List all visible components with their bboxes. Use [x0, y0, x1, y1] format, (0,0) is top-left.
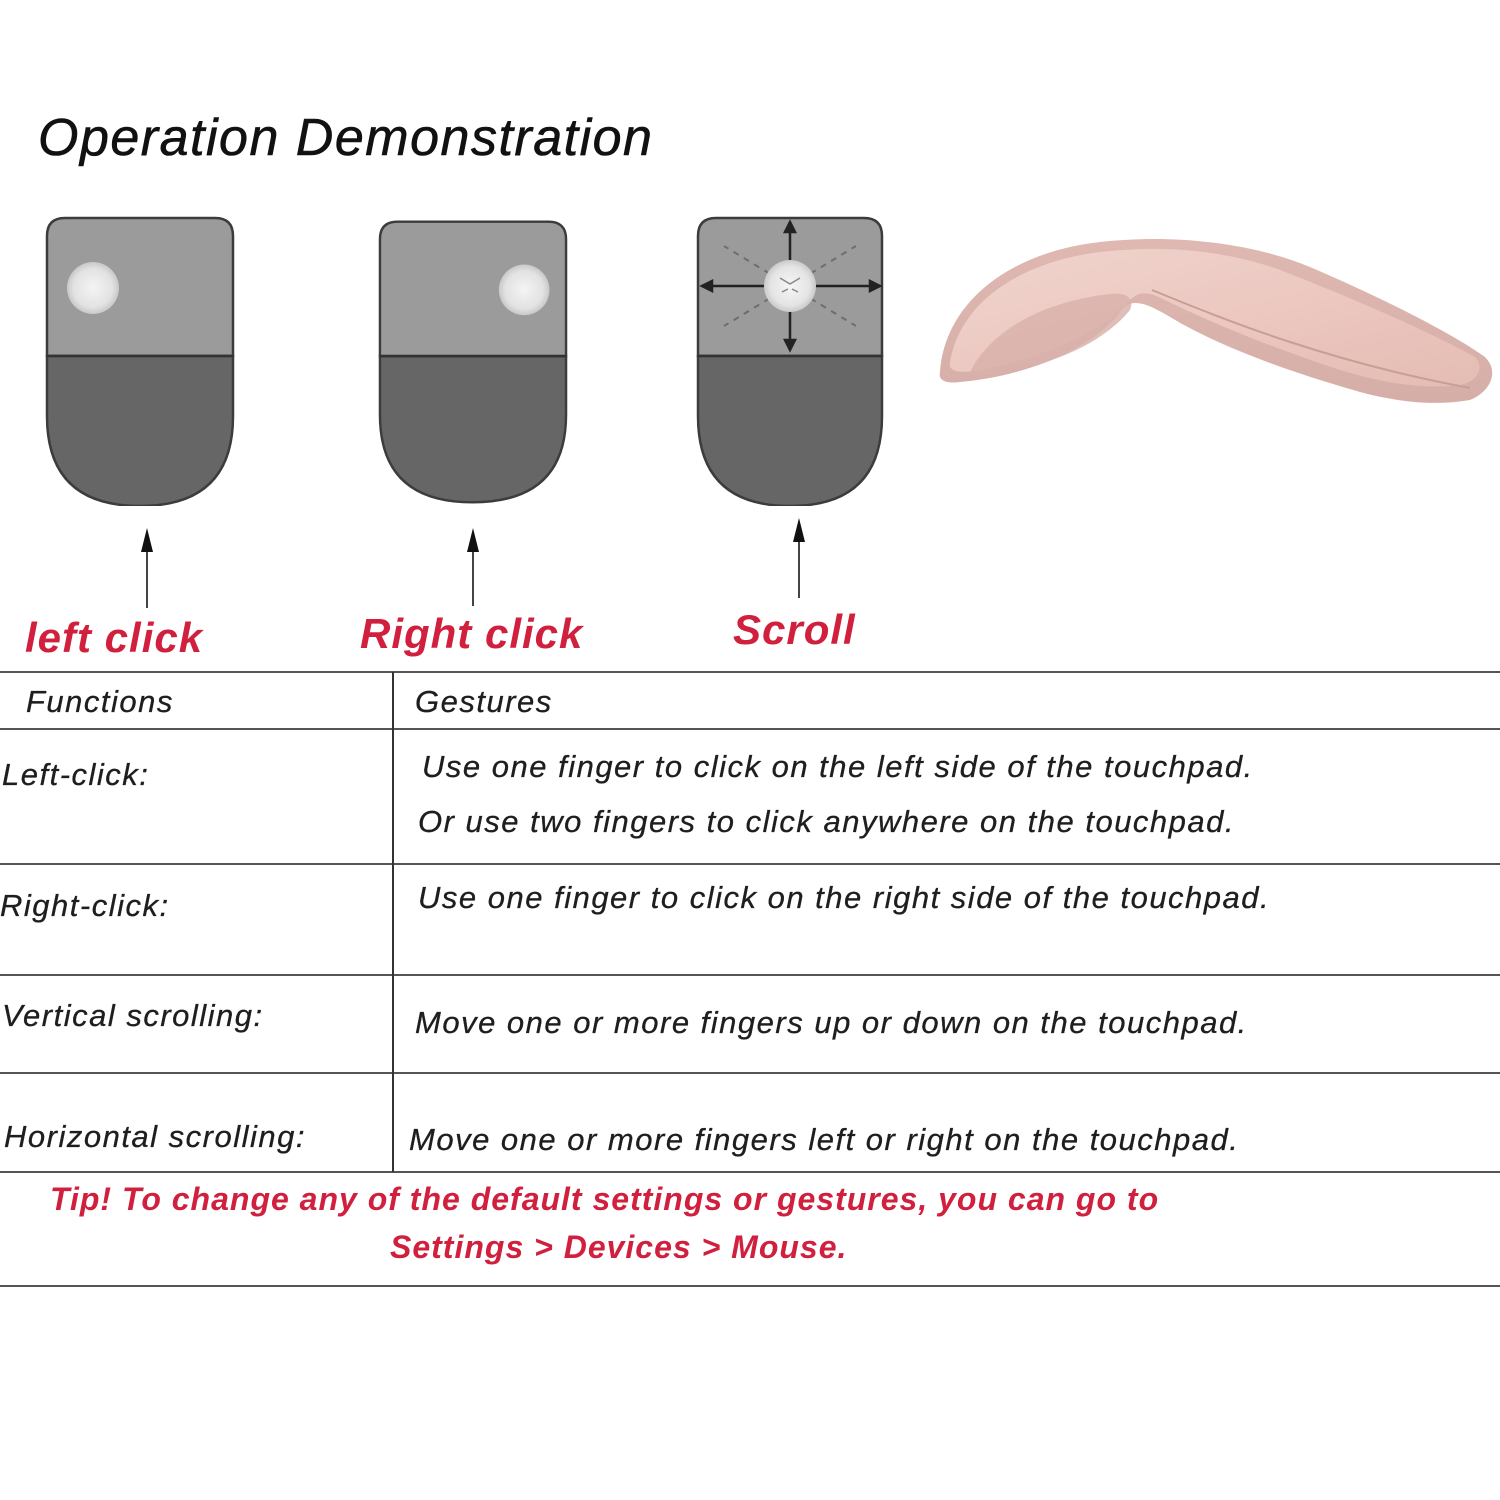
label-right-click: Right click [360, 610, 584, 657]
table-row-function: Left-click: [2, 757, 150, 792]
table-row-function: Right-click: [0, 888, 170, 923]
table-header-gestures: Gestures [415, 684, 553, 719]
table-row-gesture: Move one or more fingers up or down on t… [415, 1005, 1248, 1040]
table-bottom-border [0, 1171, 1500, 1173]
tip-bottom-border [0, 1285, 1500, 1287]
table-row-function: Vertical scrolling: [2, 998, 264, 1033]
table-top-border [0, 671, 1500, 673]
page-title: Operation Demonstration [38, 109, 654, 168]
table-row-function: Horizontal scrolling: [4, 1119, 306, 1154]
table-row-divider [0, 1072, 1500, 1074]
table-column-divider [392, 672, 394, 1172]
arrow-up-icon [789, 518, 809, 600]
table-row-gesture: Use one finger to click on the right sid… [418, 880, 1271, 915]
label-left-click: left click [25, 614, 204, 661]
touchpad-right-click-illustration [378, 216, 568, 506]
touch-point-icon [498, 264, 550, 316]
table-row-gesture: Use one finger to click on the left side… [422, 749, 1254, 784]
label-scroll: Scroll [733, 606, 856, 653]
table-header-divider [0, 728, 1500, 730]
table-header-functions: Functions [26, 684, 174, 719]
touch-point-icon [67, 262, 119, 314]
touchpad-scroll-illustration [696, 216, 884, 506]
product-mouse-image [930, 222, 1500, 422]
arrow-up-icon [137, 528, 157, 610]
table-row-divider [0, 863, 1500, 865]
touchpad-left-click-illustration [45, 216, 235, 506]
touch-point-icon [764, 260, 816, 312]
tip-settings-path: Settings > Devices > Mouse. [390, 1229, 848, 1265]
arrow-up-icon [463, 528, 483, 608]
tip-text: Tip! To change any of the default settin… [50, 1181, 1160, 1217]
table-row-gesture: Or use two fingers to click anywhere on … [418, 804, 1236, 839]
table-row-divider [0, 974, 1500, 976]
table-row-gesture: Move one or more fingers left or right o… [409, 1122, 1240, 1157]
